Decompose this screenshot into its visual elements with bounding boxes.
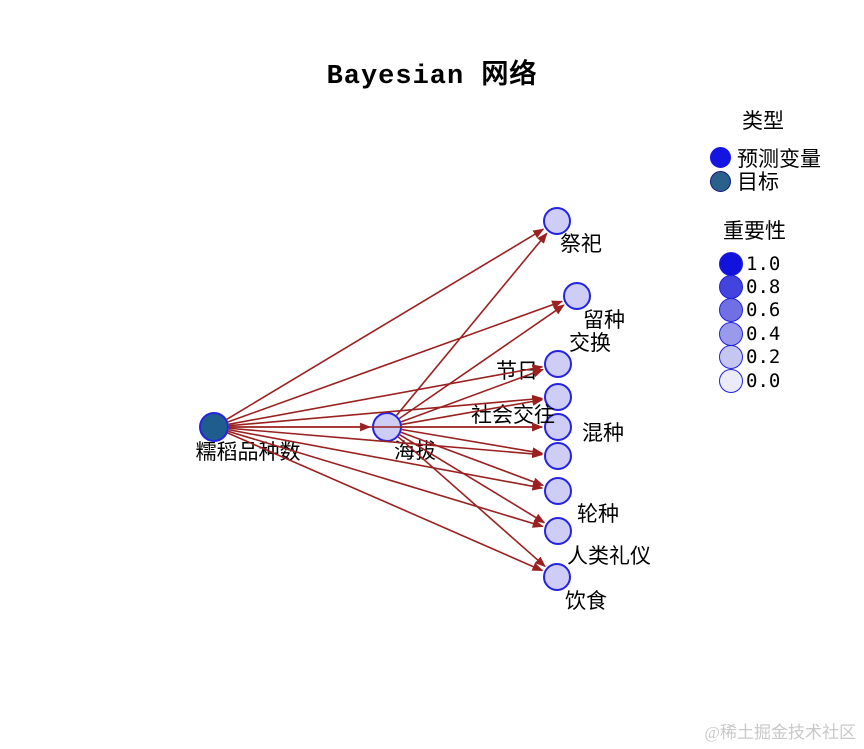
edge-糯稻品种数-留种: [227, 300, 563, 423]
legend-type: 类型 预测变量目标: [710, 105, 821, 194]
edge-海拔-交换: [400, 368, 545, 423]
legend-type-title: 类型: [742, 109, 784, 133]
node-轮种[interactable]: [544, 477, 572, 505]
legend-importance-label: 0.6: [746, 299, 781, 322]
node-label-留种: 留种: [583, 308, 625, 332]
edge-糯稻品种数-交换: [228, 364, 544, 426]
node-混种[interactable]: [544, 442, 572, 470]
plot-title: Bayesian 网络: [326, 62, 538, 92]
legend-importance-item: 0.2: [719, 345, 786, 370]
edge-糯稻品种数-混种: [228, 427, 544, 459]
edge-海拔-轮种: [400, 431, 545, 487]
edge-海拔-混种: [401, 428, 544, 457]
node-饮食[interactable]: [543, 563, 571, 591]
node-社会交往[interactable]: [544, 413, 572, 441]
node-label-糯稻品种数: 糯稻品种数: [196, 440, 301, 464]
legend-importance-item: 0.6: [719, 298, 786, 323]
legend-type-item: 预测变量: [710, 146, 821, 171]
node-label-饮食: 饮食: [565, 589, 607, 613]
edge-海拔-祭祀: [395, 232, 548, 416]
legend-importance-label: 0.0: [746, 369, 781, 392]
edge-糯稻品种数-人类礼仪: [228, 430, 544, 528]
edge-海拔-节日: [401, 397, 544, 426]
legend-importance-item: 0.4: [719, 321, 786, 346]
edge-海拔-饮食: [397, 436, 546, 568]
node-label-混种: 混种: [582, 421, 624, 445]
edge-海拔-留种: [398, 304, 565, 420]
legend-importance-dot-icon: [719, 345, 743, 370]
node-label-人类礼仪: 人类礼仪: [567, 544, 651, 568]
legend-importance-dot-icon: [719, 368, 743, 393]
legend-type-items: 预测变量目标: [710, 146, 821, 194]
edge-糯稻品种数-饮食: [227, 432, 544, 572]
legend-importance-item: 1.0: [719, 251, 786, 276]
legend-importance-title: 重要性: [723, 219, 786, 243]
legend-importance-dot-icon: [719, 251, 743, 276]
node-label-社会交往: 社会交往: [471, 403, 555, 427]
node-label-交换: 交换: [569, 331, 611, 355]
edge-糯稻品种数-轮种: [228, 428, 544, 491]
legend-importance-label: 0.4: [746, 322, 781, 345]
legend-importance-dot-icon: [719, 298, 743, 323]
node-糯稻品种数[interactable]: [199, 412, 229, 442]
edge-糯稻品种数-祭祀: [226, 228, 545, 420]
edge-海拔-人类礼仪: [399, 434, 546, 524]
legend-importance-item: 0.8: [719, 275, 786, 300]
legend-type-label: 预测变量: [737, 146, 821, 171]
node-祭祀[interactable]: [543, 207, 571, 235]
legend-importance-item: 0.0: [719, 368, 786, 393]
legend-type-item: 目标: [710, 170, 821, 194]
legend-importance-dot-icon: [719, 321, 743, 346]
node-label-轮种: 轮种: [577, 502, 619, 526]
node-交换[interactable]: [544, 350, 572, 378]
legend-importance-label: 0.8: [746, 276, 781, 299]
legend-importance-label: 1.0: [746, 252, 781, 275]
watermark: @稀土掘金技术社区: [704, 723, 856, 742]
legend-importance-dot-icon: [719, 275, 743, 300]
edge-糯稻品种数-节日: [228, 394, 544, 427]
node-节日[interactable]: [544, 383, 572, 411]
legend-type-label: 目标: [737, 170, 779, 195]
node-留种[interactable]: [563, 282, 591, 310]
legend-type-dot-icon: [710, 147, 731, 169]
node-label-祭祀: 祭祀: [560, 232, 602, 256]
node-人类礼仪[interactable]: [544, 517, 572, 545]
legend-type-dot-icon: [710, 170, 731, 192]
legend-importance-label: 0.2: [746, 346, 781, 369]
